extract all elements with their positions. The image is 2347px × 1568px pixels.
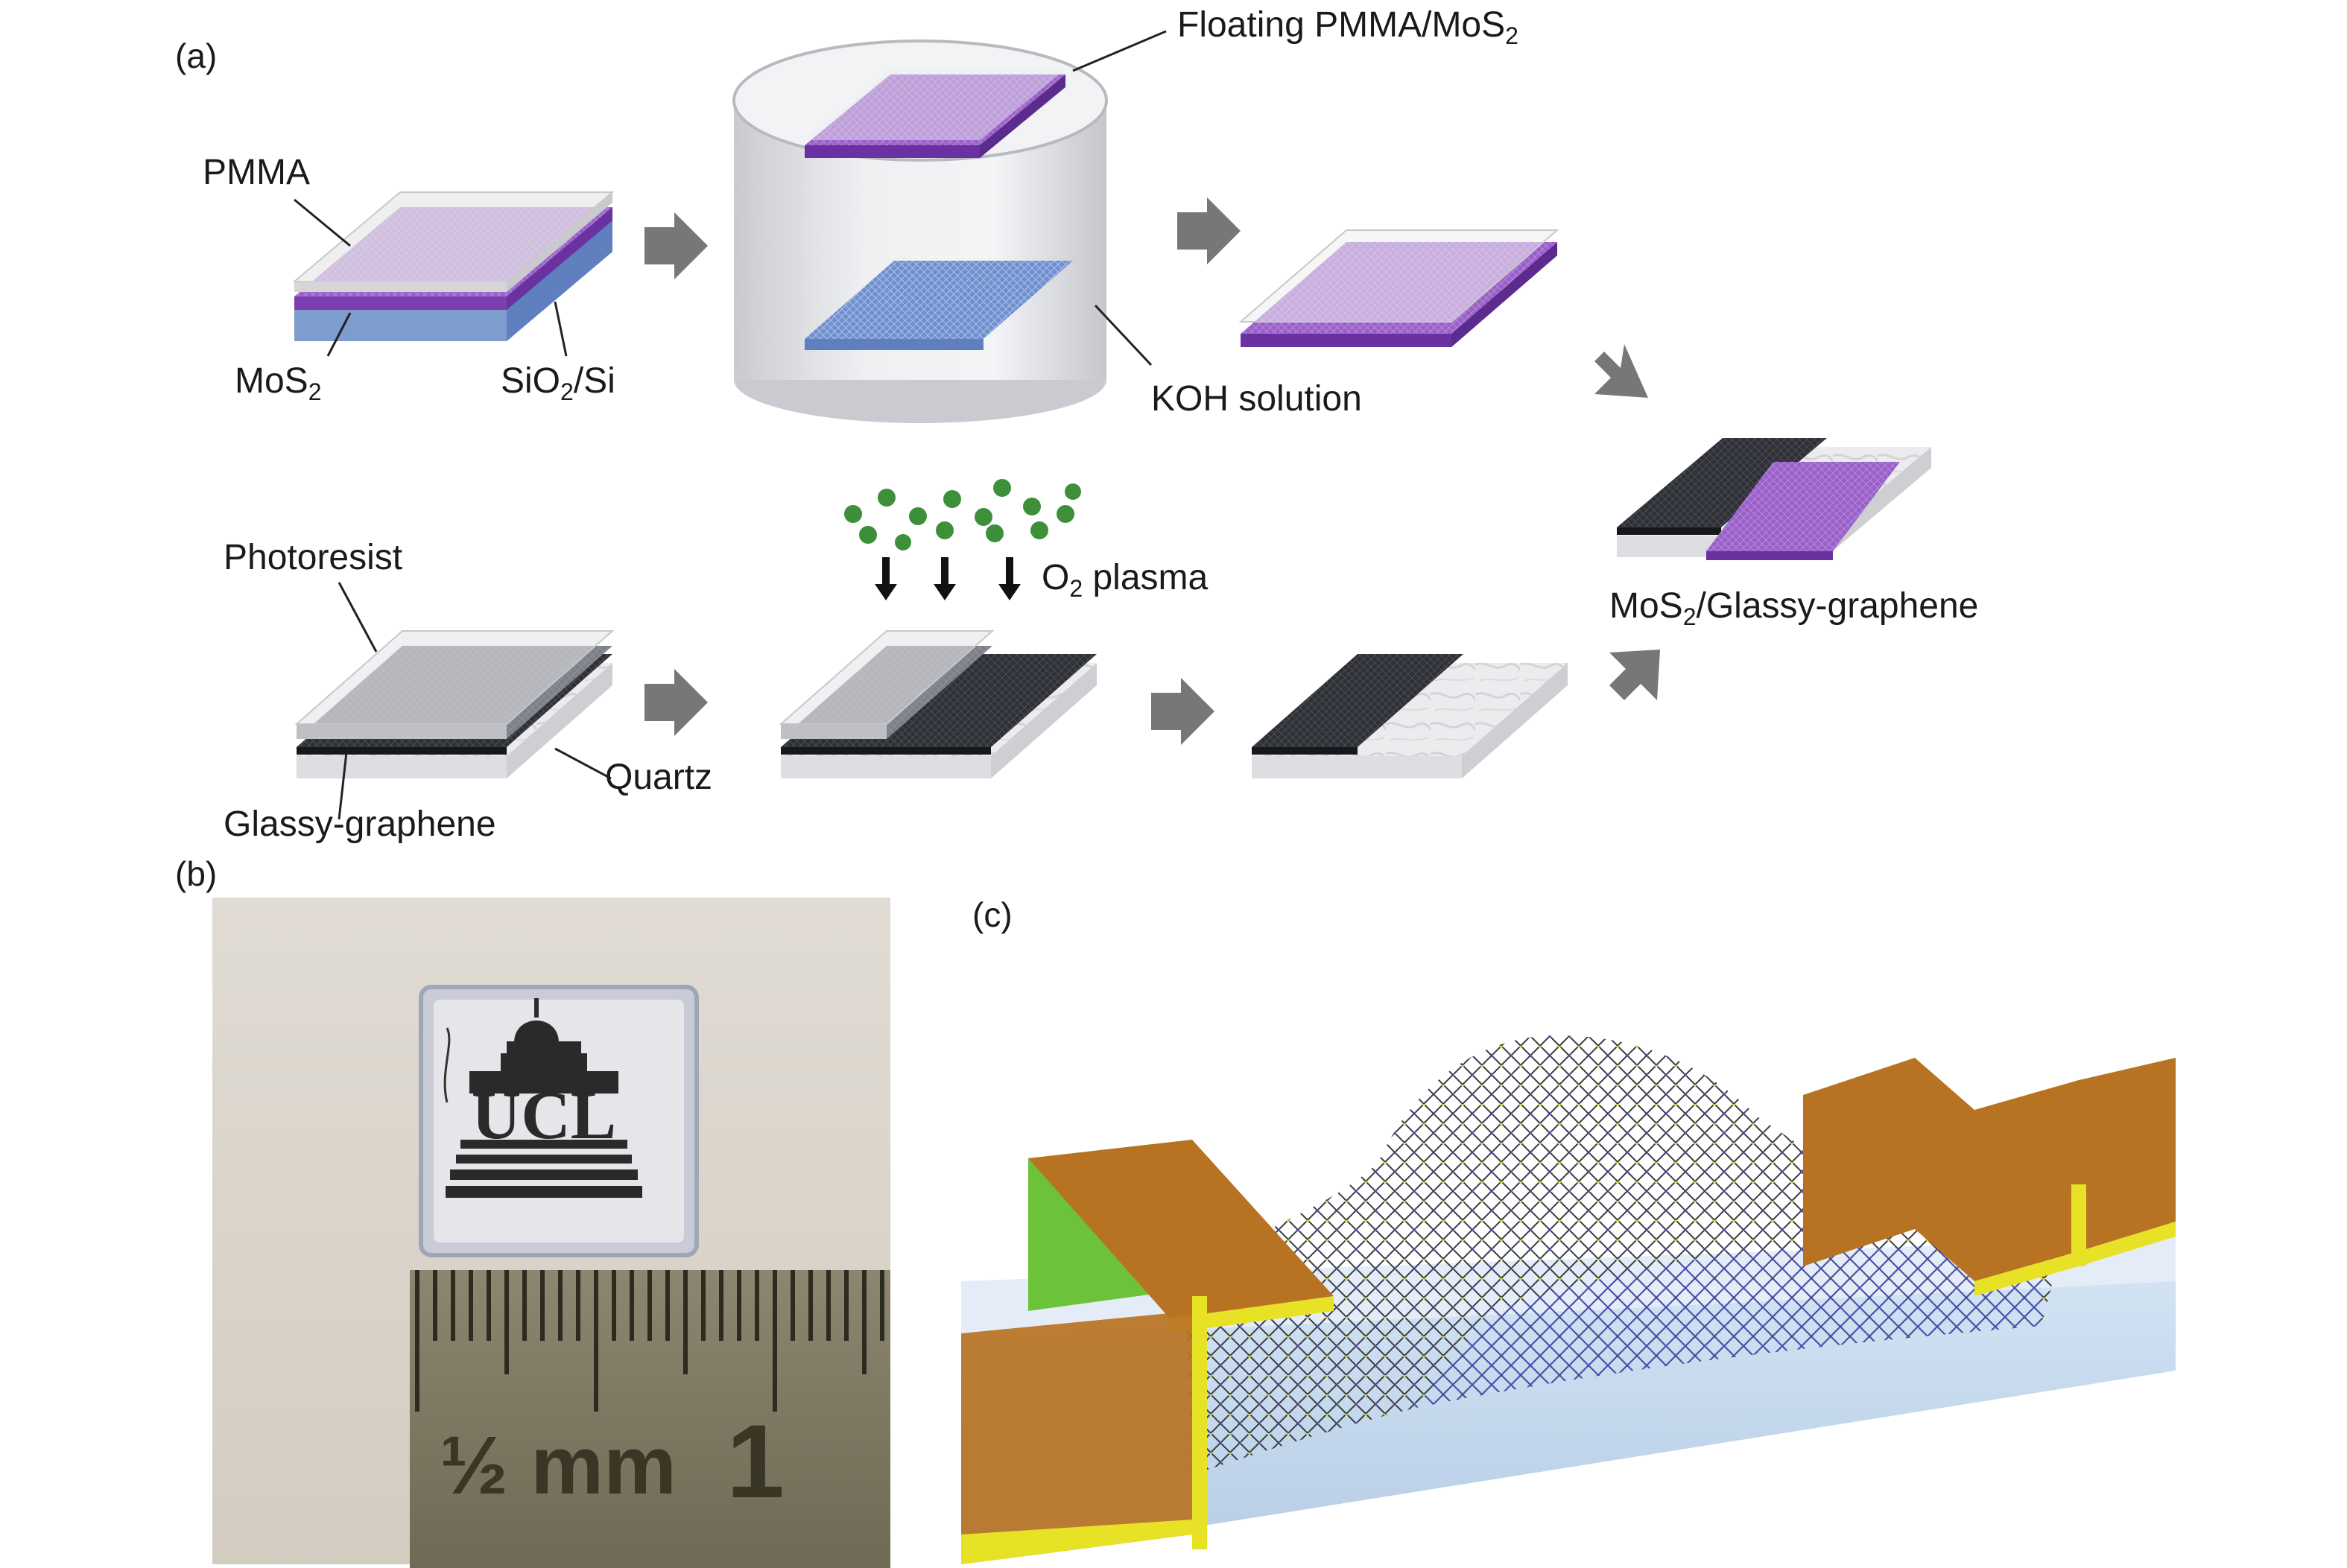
sio2-si-label: SiO2/Si [501, 364, 615, 404]
floating-label-sub: 2 [1505, 22, 1518, 49]
process-arrow-5 [1151, 678, 1214, 745]
mos2-glassy-graphene-label: MoS2/Glassy-graphene [1609, 588, 1978, 629]
quartz-leader [554, 747, 612, 780]
ucl-logo-text: UCL [472, 1077, 616, 1153]
product-label-rest: /Glassy-graphene [1696, 586, 1979, 626]
o2-label-text: O [1042, 558, 1070, 597]
sio2-leader [554, 301, 568, 357]
pmma-mos2-sio2-stack [292, 191, 615, 341]
mos2-glassy-graphene-device [1617, 438, 1931, 560]
patterned-graphene-stack [1252, 654, 1568, 778]
o2-plasma-label: O2 plasma [1042, 558, 1209, 602]
panel-label-b: (b) [175, 854, 218, 893]
pmma-mos2-film [1238, 229, 1559, 347]
plasma-etched-stack [779, 630, 1097, 778]
glassy-graphene-leader [338, 752, 348, 820]
o2-label-sub: 2 [1069, 575, 1083, 602]
plasma-label-text: plasma [1083, 558, 1209, 597]
ruler-number-text: 1 [726, 1403, 785, 1520]
sio2-label-text: SiO [501, 361, 561, 401]
si-label-text: /Si [573, 361, 615, 401]
mos2-label-text: MoS [235, 361, 308, 401]
process-arrow-4 [644, 669, 708, 736]
process-arrow-3 [1583, 344, 1648, 398]
o2-plasma-particles [844, 479, 1081, 550]
sio2-label-sub: 2 [560, 378, 574, 405]
process-arrow-2 [1177, 197, 1241, 264]
panel-label-c: (c) [972, 895, 1013, 934]
panel-label-a: (a) [175, 36, 218, 75]
mos2-leader [326, 312, 352, 357]
koh-solution-label: KOH solution [1151, 379, 1362, 419]
ruler: ½ mm 1 [410, 1270, 890, 1568]
koh-leader [1094, 304, 1153, 366]
glassy-graphene-label: Glassy-graphene [224, 804, 496, 844]
device-photo: UCL ½ mm 1 [212, 898, 890, 1568]
mos2-label-sub: 2 [308, 378, 322, 405]
floating-pmma-mos2-label: Floating PMMA/MoS2 [1177, 7, 1518, 48]
product-label-text: MoS [1609, 586, 1683, 626]
mos2-label: MoS2 [235, 364, 322, 404]
plasma-down-arrows [875, 557, 1021, 600]
pmma-label: PMMA [203, 153, 310, 192]
ruler-unit-text: ½ mm [440, 1420, 677, 1511]
koh-bath [732, 39, 1108, 423]
ucl-logo [446, 998, 642, 1198]
process-arrow-6 [1609, 650, 1660, 700]
photoresist-leader [338, 582, 378, 653]
floating-leader [1072, 30, 1167, 72]
quartz-label: Quartz [605, 758, 713, 797]
process-arrow-1 [644, 212, 708, 279]
photoresist-graphene-quartz-stack [294, 630, 615, 778]
product-label-sub: 2 [1682, 603, 1697, 630]
floating-label-text: Floating PMMA/MoS [1177, 5, 1506, 45]
pmma-leader [294, 198, 351, 247]
device-3d-render [961, 1035, 2176, 1564]
photoresist-label: Photoresist [224, 538, 403, 577]
